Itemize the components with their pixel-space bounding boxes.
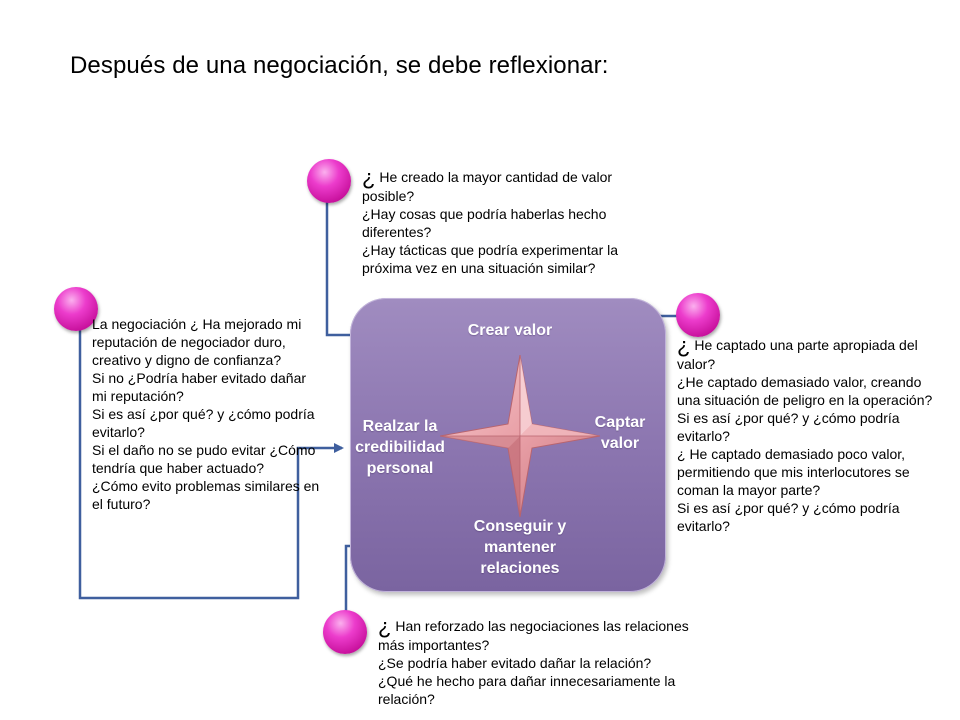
arrow-left-to-realzar bbox=[78, 325, 344, 600]
question-line: Si es así ¿por qué? y ¿cómo podría evita… bbox=[677, 410, 900, 444]
magenta-sphere-icon bbox=[307, 159, 351, 203]
question-line: ¿Hay tácticas que podría experimentar la… bbox=[362, 242, 619, 276]
label-conseguir-relaciones: Conseguir y mantener relaciones bbox=[473, 518, 567, 577]
magenta-sphere-icon bbox=[54, 287, 98, 331]
question-line: Si el daño no se pudo evitar ¿Cómo tendr… bbox=[92, 442, 316, 476]
question-line: Si no ¿Podría haber evitado dañar mi rep… bbox=[92, 370, 307, 404]
questions-conseguir-relaciones: ¿ Han reforzado las negociaciones las re… bbox=[378, 614, 708, 708]
question-line: ¿ Han reforzado las negociaciones las re… bbox=[378, 614, 689, 654]
questions-captar-valor: ¿ He captado una parte apropiada del val… bbox=[677, 333, 939, 535]
magenta-sphere-icon bbox=[676, 293, 720, 337]
questions-crear-valor: ¿ He creado la mayor cantidad de valor p… bbox=[362, 165, 650, 277]
question-line: ¿Hay cosas que podría haberlas hecho dif… bbox=[362, 206, 607, 240]
question-line: ¿ He captado una parte apropiada del val… bbox=[677, 333, 918, 373]
magenta-sphere-icon bbox=[323, 610, 367, 654]
question-line: ¿Se podría haber evitado dañar la relaci… bbox=[378, 655, 652, 671]
four-point-star-icon bbox=[440, 355, 600, 517]
question-line: Si es así ¿por qué? y ¿cómo podría evita… bbox=[677, 500, 900, 534]
page-title: Después de una negociación, se debe refl… bbox=[70, 52, 609, 79]
question-line: ¿Qué he hecho para dañar innecesariament… bbox=[378, 673, 676, 707]
question-line: ¿Cómo evito problemas similares en el fu… bbox=[92, 478, 320, 512]
questions-realzar-credibilidad: La negociación ¿ Ha mejorado mi reputaci… bbox=[92, 315, 320, 513]
question-line: ¿He captado demasiado valor, creando una… bbox=[677, 374, 933, 408]
label-crear-valor: Crear valor bbox=[467, 322, 553, 339]
question-line: La negociación ¿ Ha mejorado mi reputaci… bbox=[92, 316, 302, 368]
label-captar-valor: Captar valor bbox=[594, 414, 646, 452]
label-realzar-credibilidad: Realzar la credibilidad personal bbox=[355, 418, 445, 477]
question-line: Si es así ¿por qué? y ¿cómo podría evita… bbox=[92, 406, 315, 440]
question-line: ¿ He captado demasiado poco valor, permi… bbox=[677, 446, 910, 498]
question-line: ¿ He creado la mayor cantidad de valor p… bbox=[362, 165, 613, 205]
